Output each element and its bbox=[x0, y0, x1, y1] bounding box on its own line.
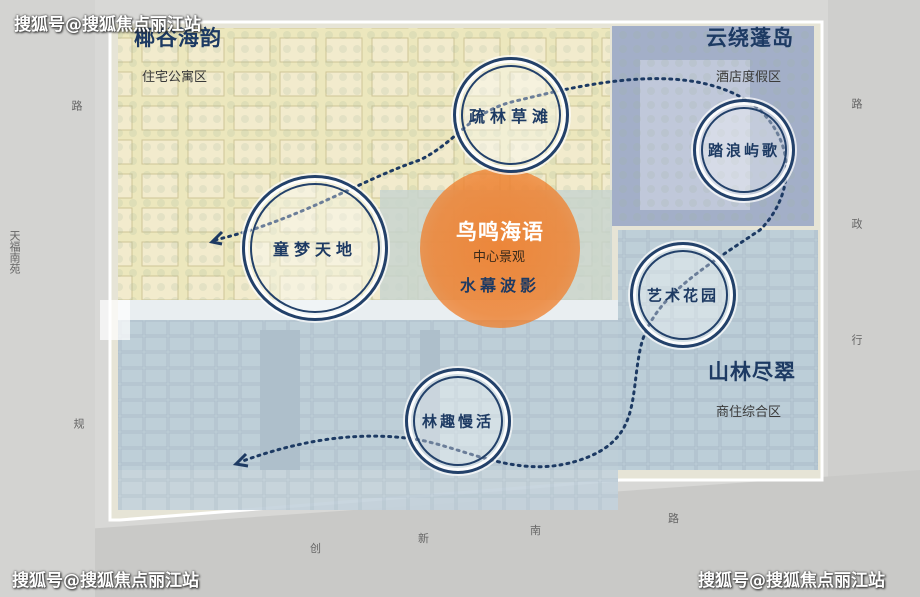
node-shulin-circle[interactable]: 疏林草滩 bbox=[453, 57, 569, 173]
road-label-bottom-2: 新 bbox=[418, 532, 429, 545]
node-talang-circle[interactable]: 踏浪屿歌 bbox=[693, 99, 795, 201]
node-shulin-label: 疏林草滩 bbox=[468, 107, 553, 126]
node-linqu-label: 林趣慢活 bbox=[421, 412, 494, 431]
center-landscape-subtitle: 中心景观 bbox=[473, 250, 526, 265]
residential-zone-title: 椰谷海韵 bbox=[134, 26, 222, 50]
road-label-right-1: 路 bbox=[850, 98, 863, 109]
road-label-bottom-3: 南 bbox=[530, 524, 541, 537]
node-yishu-label: 艺术花园 bbox=[646, 286, 719, 305]
watermark-top-left: 搜狐号@搜狐焦点丽江站 bbox=[14, 15, 201, 35]
node-linqu-circle[interactable]: 林趣慢活 bbox=[405, 368, 511, 474]
node-talang-label: 踏浪屿歌 bbox=[707, 141, 780, 160]
road-label-left-2: 规 bbox=[72, 418, 85, 429]
node-tongmeng-circle[interactable]: 童梦天地 bbox=[242, 175, 388, 321]
route-arrow-upper bbox=[208, 230, 224, 246]
commercial-zone-subtitle: 商住综合区 bbox=[716, 405, 782, 420]
node-tongmeng-label: 童梦天地 bbox=[272, 240, 357, 259]
node-yishu-circle[interactable]: 艺术花园 bbox=[630, 242, 736, 348]
route-arrow-lower bbox=[232, 452, 249, 468]
road-label-left-3: 路 bbox=[70, 100, 83, 111]
commercial-zone-title: 山林尽翠 bbox=[708, 360, 796, 384]
road-label-bottom-1: 创 bbox=[310, 542, 321, 555]
center-landscape-name: 水幕波影 bbox=[460, 276, 541, 295]
road-label-left: 天福南苑 bbox=[8, 230, 21, 274]
road-label-right-2: 政 bbox=[850, 218, 863, 229]
hotel-zone-subtitle: 酒店度假区 bbox=[716, 70, 782, 85]
road-label-bottom-4: 路 bbox=[668, 512, 679, 525]
center-landscape-circle bbox=[420, 168, 580, 328]
hotel-zone-title: 云绕蓬岛 bbox=[706, 26, 794, 50]
road-label-right-3: 行 bbox=[850, 334, 863, 345]
watermark-bottom-left: 搜狐号@搜狐焦点丽江站 bbox=[12, 571, 199, 591]
center-landscape-title: 鸟鸣海语 bbox=[456, 220, 544, 244]
residential-zone-subtitle: 住宅公寓区 bbox=[142, 70, 208, 85]
watermark-bottom-right: 搜狐号@搜狐焦点丽江站 bbox=[698, 571, 885, 591]
